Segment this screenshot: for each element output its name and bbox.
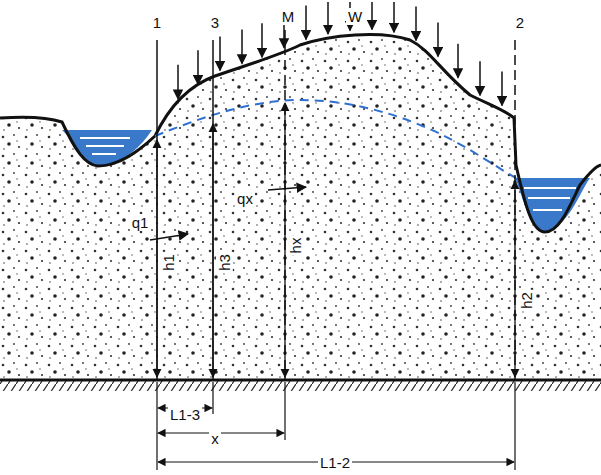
recharge-arrow — [437, 23, 439, 57]
dimension-label: L1-3 — [168, 406, 202, 423]
recharge-arrow — [393, 2, 395, 32]
recharge-arrow — [241, 30, 243, 64]
recharge-arrow — [479, 61, 481, 95]
recharge-arrow — [305, 6, 307, 40]
recharge-arrow — [327, 2, 329, 34]
head-label: h3 — [216, 252, 233, 273]
recharge-arrow — [457, 44, 459, 78]
recharge-arrow — [177, 65, 179, 99]
section-mark: M — [280, 8, 297, 25]
recharge-arrow — [501, 71, 503, 105]
flow-label: qx — [235, 190, 255, 207]
section-number: 3 — [209, 14, 221, 31]
head-label: hx — [288, 235, 305, 255]
recharge-arrow — [261, 23, 263, 57]
recharge-arrow — [371, 2, 373, 29]
recharge-arrow — [197, 50, 199, 84]
dimension-label: L1-2 — [318, 454, 352, 471]
section-number: 2 — [514, 14, 526, 31]
recharge-label: W — [346, 8, 364, 25]
section-number: 1 — [151, 14, 163, 31]
head-label: h2 — [518, 290, 535, 311]
head-label: h1 — [160, 252, 177, 273]
recharge-arrow — [219, 36, 221, 70]
recharge-arrow — [415, 6, 417, 40]
dimension-label: x — [209, 430, 221, 447]
flow-label: q1 — [130, 214, 151, 231]
